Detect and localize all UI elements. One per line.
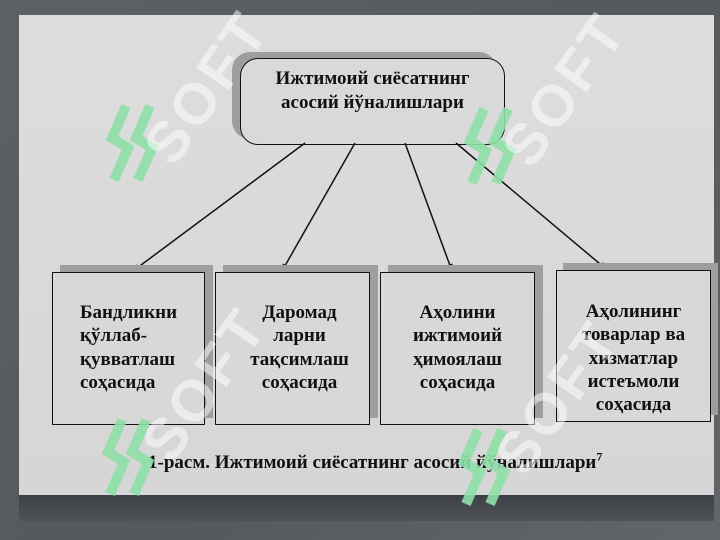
branch-node-social-protection: Аҳолини ижтимоий ҳимоялаш соҳасида <box>380 272 535 425</box>
root-node: Ижтимоий сиёсатнинг асосий йўналишлари <box>240 58 505 145</box>
branch-node-line: қўллаб- <box>80 325 148 347</box>
branch-node-employment: Бандликни қўллаб- қувватлаш соҳасида <box>52 272 205 425</box>
branch-node-line: ларни <box>273 325 326 347</box>
branch-node-line: товарлар ва <box>581 324 686 346</box>
branch-node-line: истеъмоли <box>587 370 680 392</box>
branch-node-line: хизматлар <box>588 347 679 369</box>
branch-node-income: Даромад ларни тақсимлаш соҳасида <box>215 272 370 425</box>
branch-node-line: Даромад <box>262 302 337 323</box>
branch-node-line: соҳасида <box>80 371 156 393</box>
root-node-line: Ижтимоий сиёсатнинг <box>275 68 470 89</box>
footnote-reference: 7 <box>596 449 603 464</box>
branch-node-line: соҳасида <box>261 371 338 393</box>
branch-node-line: ҳимоялаш <box>413 348 502 370</box>
branch-node-line: соҳасида <box>595 394 672 416</box>
branch-node-consumption: Аҳолининг товарлар ва хизматлар истеъмол… <box>556 270 711 422</box>
branch-node-line: Аҳолини <box>419 302 496 323</box>
branch-node-line: Бандликни <box>80 302 178 323</box>
figure-caption: 1-расм. Ижтимоий сиёсатнинг асосий йўнал… <box>148 451 602 475</box>
branch-node-line: Аҳолининг <box>585 301 682 322</box>
branch-node-line: соҳасида <box>419 371 496 393</box>
branch-node-line: ижтимоий <box>412 325 503 347</box>
figure-caption-text: 1-расм. Ижтимоий сиёсатнинг асосий йўнал… <box>148 452 597 473</box>
panel-bottom-shadow <box>19 495 714 521</box>
branch-node-line: тақсимлаш <box>250 348 349 370</box>
branch-node-line: қувватлаш <box>80 348 176 370</box>
root-node-line: асосий йўналишлари <box>281 92 464 113</box>
